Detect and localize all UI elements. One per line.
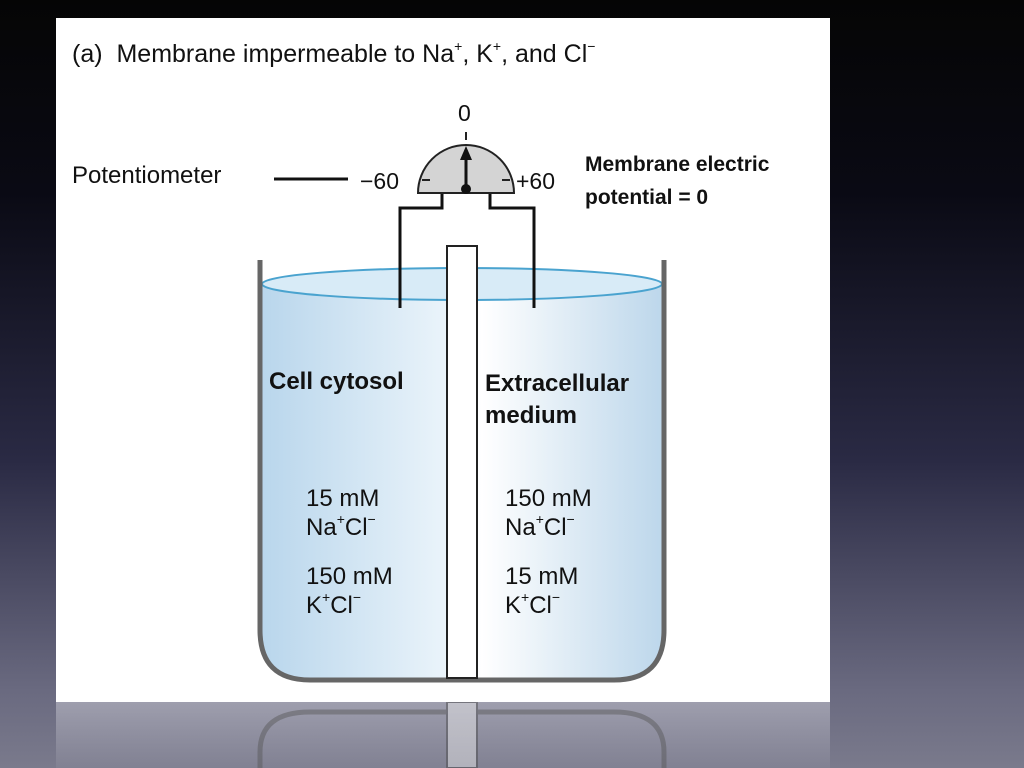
electrode-right-wire bbox=[488, 194, 536, 308]
potentiometer-label: Potentiometer bbox=[72, 162, 222, 189]
membrane-potential-line2: potential = 0 bbox=[585, 186, 709, 209]
cytosol-kcl-concentration: 150 mM K+Cl− bbox=[306, 563, 393, 619]
extracellular-title: Extracellular medium bbox=[485, 368, 629, 432]
meter-needle-arrowhead bbox=[460, 146, 472, 160]
electrode-left-wire bbox=[398, 194, 444, 308]
scale-max-label: +60 bbox=[516, 168, 556, 194]
slide-reflection bbox=[56, 702, 830, 768]
extracellular-title-line2: medium bbox=[485, 402, 578, 429]
membrane bbox=[446, 245, 478, 679]
scale-zero-label: 0 bbox=[458, 100, 471, 126]
slide: (a) Membrane impermeable to Na+, K+, and… bbox=[56, 18, 830, 702]
cytosol-title: Cell cytosol bbox=[269, 368, 404, 395]
extracellular-title-line1: Extracellular bbox=[485, 370, 630, 397]
beaker bbox=[257, 260, 667, 683]
extracellular-kcl-concentration: 15 mM K+Cl− bbox=[505, 563, 579, 619]
figure-title: (a) Membrane impermeable to Na+, K+, and… bbox=[72, 37, 596, 68]
apparatus-diagram bbox=[257, 132, 667, 683]
scale-min-label: −60 bbox=[360, 168, 400, 194]
meter-pivot bbox=[461, 184, 471, 194]
membrane-potential-label: Membrane electric potential = 0 bbox=[585, 148, 769, 214]
membrane-potential-line1: Membrane electric bbox=[585, 153, 770, 176]
cytosol-nacl-concentration: 15 mM Na+Cl− bbox=[306, 485, 380, 541]
extracellular-nacl-concentration: 150 mM Na+Cl− bbox=[505, 485, 592, 541]
